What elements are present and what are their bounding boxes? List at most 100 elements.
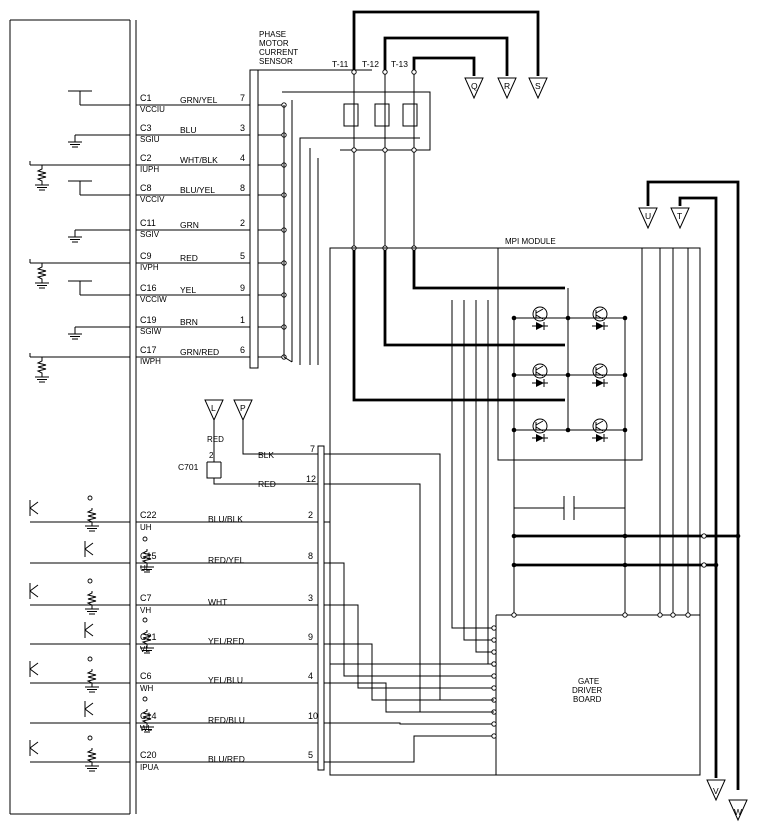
sense-tap (29, 259, 130, 265)
phase-terminals: T-11 T-12 T-13 (332, 10, 565, 402)
pin-signal: IWPH (140, 357, 161, 366)
pin-signal: VCCIW (140, 295, 167, 304)
sensor-pin-number: 6 (240, 345, 245, 355)
connector-w-symbol (728, 799, 748, 822)
drive-route-1 (324, 562, 494, 677)
driver-node (87, 656, 93, 662)
terminal-t11: T-11 (332, 59, 349, 69)
connector-v-symbol (706, 779, 726, 802)
ground-symbol (35, 373, 49, 383)
sensor-pin-number: 9 (240, 283, 245, 293)
igbt-bridge (532, 306, 608, 442)
connector-u-label: U (645, 211, 651, 221)
ground-symbol (140, 563, 154, 573)
drive-route-6 (324, 735, 494, 763)
right-connectors: U T V W (638, 180, 748, 822)
pin-id: C20 (140, 750, 157, 760)
resistor-symbol (141, 709, 152, 725)
drive-pin-number: 9 (308, 632, 313, 642)
pin-signal: WH (140, 684, 154, 693)
connector-t-symbol (670, 207, 690, 230)
ground-symbol (85, 762, 99, 772)
gate-feed-2 (475, 300, 494, 653)
igbt-body (532, 418, 548, 434)
mpi-module-label: MPI MODULE (505, 237, 556, 246)
sensor-label-line4: SENSOR (259, 57, 293, 66)
supply-tap (68, 180, 130, 196)
gate-input-node (491, 673, 497, 679)
pin-id: C3 (140, 123, 152, 133)
wire-color: BLU/BLK (208, 514, 243, 524)
pin-signal: SGIU (140, 135, 160, 144)
connector-r-label: R (504, 81, 510, 91)
pin-id: C16 (140, 283, 157, 293)
sensor-pin-number: 1 (240, 315, 245, 325)
sensor-pin-number: 8 (240, 183, 245, 193)
connector-s-symbol (528, 77, 548, 100)
diode-symbol (596, 379, 604, 387)
ground-symbol (85, 683, 99, 693)
terminal-t13: T-13 (391, 59, 408, 69)
ground-symbol (140, 723, 154, 733)
wire-color: RED/YEL (208, 555, 245, 565)
diode-symbol (596, 434, 604, 442)
connector-v-label: V (713, 786, 719, 796)
pin-signal: IPUA (140, 763, 159, 772)
pin-signal: IVPH (140, 263, 159, 272)
ground-symbol (140, 644, 154, 654)
drive-route-4 (324, 682, 494, 713)
wire-color: WHT (208, 597, 227, 607)
connector-w-label: W (734, 807, 742, 817)
drive-pin-number: 8 (308, 551, 313, 561)
wire-color: GRN/RED (180, 347, 219, 357)
driver-transistor (84, 701, 94, 717)
pin-id: C8 (140, 183, 152, 193)
wire-color: BRN (180, 317, 198, 327)
gate-input-node (491, 661, 497, 667)
power-wire-red: RED (258, 479, 276, 489)
igbt-terminals (535, 365, 544, 377)
ground-symbol (68, 233, 82, 243)
power-route-red (324, 483, 494, 713)
gate-feed-1 (463, 300, 494, 641)
sensor-pin-number: 4 (240, 153, 245, 163)
gate-input-node (491, 649, 497, 655)
resistor-symbol (141, 630, 152, 646)
gate-feed-0 (451, 300, 494, 629)
diode-symbol (596, 322, 604, 330)
wire-color: RED (180, 253, 198, 263)
gate-driver-label-line3: BOARD (573, 695, 602, 704)
connector-r-symbol (497, 77, 517, 100)
connector-l-label: L (211, 403, 216, 413)
connector-s-label: S (535, 81, 541, 91)
pin-signal: IUPH (140, 165, 159, 174)
drive-signal-routing (324, 300, 497, 763)
pin-signal: VCCIV (140, 195, 165, 204)
driver-node (142, 696, 148, 702)
driver-transistor (29, 661, 39, 677)
pin-id: C22 (140, 510, 157, 520)
sense-tap (29, 353, 130, 359)
wire-color: YEL/BLU (208, 675, 243, 685)
ground-symbol (35, 279, 49, 289)
gate-input-node (491, 685, 497, 691)
igbt-5 (592, 418, 608, 442)
resistor-symbol (86, 748, 97, 764)
igbt-terminals (595, 420, 604, 432)
igbt-1 (592, 306, 608, 330)
mpi-module: MPI MODULE (329, 237, 741, 776)
drive-route-0 (324, 521, 494, 665)
diode-symbol (536, 322, 544, 330)
driver-node (87, 578, 93, 584)
supply-tap (68, 280, 130, 296)
